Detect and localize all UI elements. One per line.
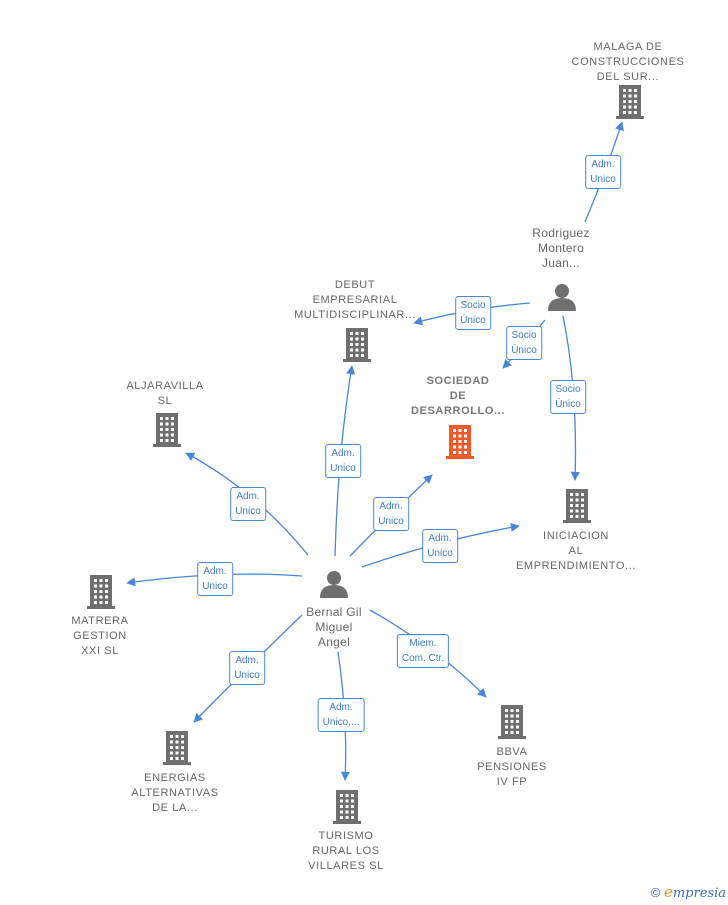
- edge-label-line: Socio: [460, 300, 486, 311]
- node-label-line: Juan...: [541, 256, 581, 270]
- brand-footer: © empresia: [651, 883, 726, 901]
- edge-label-line: Socio: [511, 330, 537, 341]
- node-label-line: SOCIEDAD: [426, 375, 490, 387]
- edge-label-line: Adm.: [331, 448, 355, 459]
- edge-label-bernal-aljaravilla[interactable]: Adm. Unico: [230, 487, 266, 521]
- edge-label-line: Unico: [590, 174, 616, 185]
- node-label-line: DE LA...: [152, 802, 198, 814]
- node-label-line: CONSTRUCCIONES: [571, 56, 685, 68]
- node-label-line: DESARROLLO...: [411, 405, 505, 417]
- node-label-turismo[interactable]: TURISMO RURAL LOS VILLARES SL: [308, 829, 384, 874]
- edge-label-line: Adm.: [235, 655, 259, 666]
- brand-initial: e: [663, 883, 673, 901]
- edge-label-line: Unico: [235, 506, 261, 517]
- node-label-bbva[interactable]: BBVA PENSIONES IV FP: [477, 745, 547, 790]
- edge-label-bernal-energias[interactable]: Adm. Unico: [229, 651, 265, 685]
- edge-label-bernal-turismo[interactable]: Adm. Unico,...: [317, 698, 365, 732]
- node-label-line: MALAGA DE: [593, 41, 663, 53]
- edge-label-line: Adm.: [428, 533, 452, 544]
- node-label-line: DE: [449, 390, 467, 402]
- edge-label-line: Unico: [378, 516, 404, 527]
- node-label-line: RURAL LOS: [312, 845, 380, 857]
- edge-label-line: Unico: [234, 670, 260, 681]
- person-icon[interactable]: [320, 571, 348, 598]
- node-label-line: Rodriguez: [532, 226, 590, 240]
- node-label-debut[interactable]: DEBUT EMPRESARIAL MULTIDISCIPLINAR...: [294, 278, 416, 323]
- edge-label-bernal-sociedad[interactable]: Adm. Unico: [373, 497, 409, 531]
- edge-label-line: Unico,...: [322, 717, 360, 728]
- node-label-line: Miguel: [315, 620, 353, 634]
- building-icon[interactable]: [563, 489, 591, 523]
- node-label-line: GESTION: [73, 630, 127, 642]
- node-label-line: AL: [568, 545, 584, 557]
- node-label-line: INICIACION: [543, 530, 609, 542]
- node-label-line: EMPRESARIAL: [312, 294, 398, 306]
- person-icon[interactable]: [548, 284, 576, 311]
- edge-label-line: Miem.: [409, 638, 437, 649]
- node-label-malaga[interactable]: MALAGA DE CONSTRUCCIONES DEL SUR...: [572, 40, 685, 85]
- brand-name: mpresia: [672, 886, 726, 901]
- node-label-line: VILLARES SL: [308, 860, 384, 872]
- building-icon[interactable]: [616, 85, 644, 119]
- node-label-line: MULTIDISCIPLINAR...: [294, 309, 416, 321]
- node-label-line: XXI SL: [81, 645, 119, 657]
- node-label-line: Bernal Gil: [306, 605, 362, 619]
- node-label-matrera[interactable]: MATRERA GESTION XXI SL: [71, 614, 128, 659]
- node-label-iniciacion[interactable]: INICIACION AL EMPRENDIMIENTO...: [516, 529, 636, 574]
- node-label-line: DEL SUR...: [596, 71, 660, 83]
- building-icon[interactable]: [498, 705, 526, 739]
- building-icon[interactable]: [163, 731, 191, 765]
- edge-label-line: Com. Ctr.: [401, 653, 445, 664]
- edge-label-line: Adm.: [591, 159, 615, 170]
- node-label-line: BBVA: [496, 746, 528, 758]
- edge-label-bernal-matrera[interactable]: Adm. Unico: [197, 562, 233, 596]
- edge-label-line: Unico: [330, 463, 356, 474]
- building-icon[interactable]: [333, 790, 361, 824]
- node-label-energias[interactable]: ENERGIAS ALTERNATIVAS DE LA...: [131, 771, 218, 816]
- node-label-line: EMPRENDIMIENTO...: [515, 560, 637, 572]
- node-label-line: SL: [157, 395, 173, 407]
- edge-label-line: Unico: [202, 581, 228, 592]
- node-label-line: PENSIONES: [477, 761, 547, 773]
- node-label-line: Angel: [317, 635, 351, 649]
- edge-label-line: Único: [511, 345, 537, 356]
- edge-label-rodriguez-malaga[interactable]: Adm. Unico: [585, 155, 621, 189]
- node-label-line: Montero: [537, 241, 585, 255]
- node-label-line: ALTERNATIVAS: [131, 787, 219, 799]
- building-icon[interactable]: [87, 575, 115, 609]
- edge-label-line: Unico: [427, 548, 453, 559]
- node-label-line: DEBUT: [334, 279, 376, 291]
- building-icon[interactable]: [343, 328, 371, 362]
- edge-label-line: Adm.: [236, 491, 260, 502]
- node-label-aljaravilla[interactable]: ALJARAVILLA SL: [126, 379, 203, 409]
- node-label-line: ALJARAVILLA: [126, 380, 204, 392]
- node-label-line: ENERGIAS: [144, 772, 206, 784]
- edge-label-line: Adm.: [329, 702, 353, 713]
- edge-label-bernal-iniciacion[interactable]: Adm. Unico: [422, 529, 458, 563]
- node-label-line: MATRERA: [71, 615, 129, 627]
- edge-label-line: Único: [460, 315, 486, 326]
- building-icon-focus[interactable]: [446, 425, 474, 459]
- edge-label-bernal-debut[interactable]: Adm. Unico: [325, 444, 361, 478]
- edge-label-bernal-bbva[interactable]: Miem. Com. Ctr.: [396, 634, 450, 668]
- edge-label-line: Único: [555, 399, 581, 410]
- node-label-sociedad[interactable]: SOCIEDAD DE DESARROLLO...: [411, 374, 505, 419]
- node-label-line: IV FP: [496, 776, 528, 788]
- building-icon[interactable]: [153, 413, 181, 447]
- copyright-symbol: ©: [650, 885, 661, 900]
- edge-label-line: Adm.: [379, 501, 403, 512]
- edge-label-line: Adm.: [203, 566, 227, 577]
- edge-label-line: Socio: [555, 384, 581, 395]
- node-label-line: TURISMO: [318, 830, 374, 842]
